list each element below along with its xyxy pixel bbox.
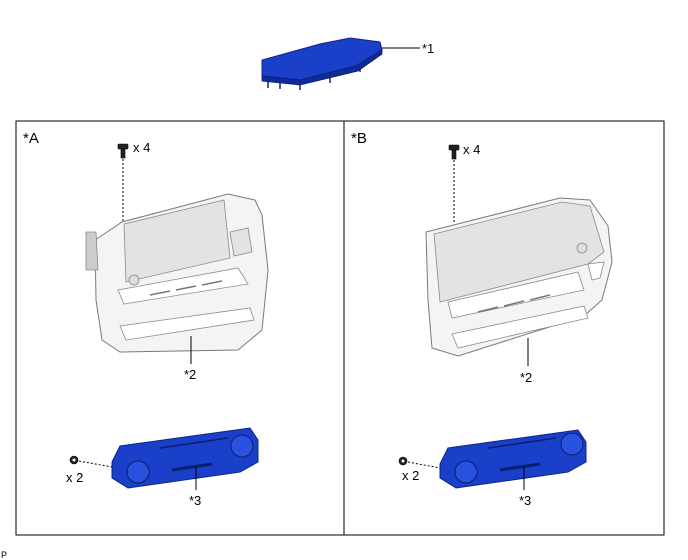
part-label-3-a: *3: [189, 493, 201, 508]
screw-icon: [117, 143, 129, 159]
top-cover-part: [261, 37, 383, 90]
panel-title-b: *B: [351, 130, 367, 147]
center-bezel-a: [85, 193, 269, 353]
panel-frame-b: [343, 120, 665, 536]
part-label-2-b: *2: [520, 370, 532, 385]
ac-control-unit-a: [111, 427, 259, 489]
part-label-2-a: *2: [184, 367, 196, 382]
footer-code: P: [1, 550, 7, 560]
screw-icon: [448, 144, 460, 160]
clip-qty-b: x 2: [402, 468, 419, 483]
part-label-1: *1: [422, 41, 434, 56]
center-bezel-b: [425, 197, 613, 357]
screw-qty-b: x 4: [463, 142, 480, 157]
ac-control-unit-b: [439, 429, 587, 489]
panel-title-a: *A: [23, 130, 39, 147]
screw-qty-a: x 4: [133, 140, 150, 155]
clip-icon: [69, 455, 79, 465]
clip-qty-a: x 2: [66, 470, 83, 485]
part-label-3-b: *3: [519, 493, 531, 508]
clip-icon: [398, 456, 408, 466]
